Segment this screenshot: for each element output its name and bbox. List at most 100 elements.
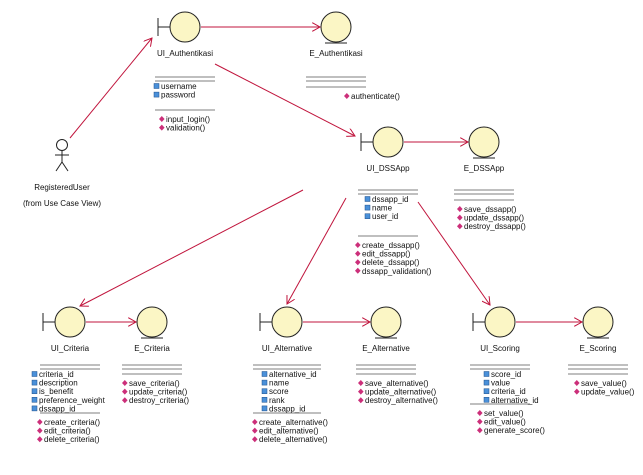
operation-item: save_alternative()	[365, 379, 429, 388]
operation-icon	[122, 388, 128, 395]
operation-icon	[344, 93, 350, 99]
class-ui-crit[interactable]: UI_Criteriacriteria_iddescriptionis_bene…	[31, 306, 106, 444]
diagram-elements: UI_Authentikasiusernamepasswordinput_log…	[23, 11, 635, 444]
class-icon-circle	[169, 11, 201, 43]
attribute-icon	[261, 379, 268, 386]
operation-item: set_value()	[484, 409, 524, 418]
class-icon-circle	[54, 306, 86, 338]
operation-item: edit_dssapp()	[362, 250, 411, 259]
operation-item: update_criteria()	[129, 388, 188, 397]
entity-class-icon	[136, 306, 168, 339]
attribute-icon	[364, 196, 371, 202]
class-icon-circle	[372, 126, 404, 158]
attribute-icon	[153, 91, 160, 98]
class-icon-circle	[582, 306, 614, 338]
operation-item: delete_dssapp()	[362, 258, 420, 267]
attribute-item: name	[269, 379, 290, 388]
operation-item: destroy_criteria()	[129, 396, 189, 405]
attribute-icon	[261, 371, 268, 377]
actor-leg-right	[61, 161, 69, 172]
attribute-item: value	[491, 379, 511, 388]
class-icon-circle	[370, 306, 402, 338]
class-name: UI_Alternative	[262, 344, 313, 353]
class-e-alt[interactable]: E_Alternativesave_alternative()update_al…	[356, 306, 438, 405]
attribute-item: description	[39, 379, 78, 388]
operation-icon	[252, 419, 258, 425]
class-icon-circle	[468, 126, 500, 158]
operation-item: edit_value()	[484, 418, 526, 427]
operation-item: authenticate()	[351, 92, 400, 101]
operation-icon	[37, 436, 43, 443]
attribute-item: score	[269, 387, 289, 396]
attribute-icon	[483, 379, 490, 386]
class-name: E_DSSApp	[464, 164, 505, 173]
association-ui-dssapp-to-ui-alternative	[287, 197, 347, 304]
attribute-icon	[31, 388, 38, 394]
class-name: UI_Scoring	[480, 344, 520, 353]
attribute-item: dssapp_id	[39, 404, 75, 413]
class-name: UI_Criteria	[51, 344, 90, 353]
attribute-item: preference_weight	[39, 396, 106, 405]
operation-icon	[122, 380, 128, 386]
operation-icon	[122, 397, 128, 404]
attribute-item: user_id	[372, 212, 398, 221]
operation-icon	[358, 397, 364, 404]
association-user-to-ui-authentikasi	[69, 38, 152, 139]
actor-registered-user[interactable]: RegisteredUser (from Use Case View)	[23, 139, 101, 209]
association-ui-dssapp-to-ui-scoring	[417, 201, 490, 305]
operation-icon	[477, 427, 483, 434]
attribute-icon	[153, 83, 160, 89]
operation-item: edit_criteria()	[44, 427, 91, 436]
operation-item: destroy_dssapp()	[464, 222, 526, 231]
class-name: UI_DSSApp	[366, 164, 410, 173]
operation-item: generate_score()	[484, 426, 545, 435]
class-ui-auth[interactable]: UI_Authentikasiusernamepasswordinput_log…	[153, 11, 215, 133]
attribute-icon	[31, 405, 38, 412]
operation-item: update_alternative()	[365, 388, 436, 397]
actor-name: RegisteredUser	[34, 183, 90, 192]
operation-icon	[457, 206, 463, 212]
boundary-class-icon	[42, 306, 86, 338]
attribute-icon	[483, 388, 490, 394]
attribute-icon	[261, 397, 268, 403]
operation-item: destroy_alternative()	[365, 396, 438, 405]
operation-item: update_value()	[581, 388, 635, 397]
operation-icon	[252, 436, 258, 443]
entity-class-icon	[320, 11, 352, 44]
operation-item: validation()	[166, 124, 205, 133]
operation-icon	[37, 419, 43, 425]
operation-item: delete_criteria()	[44, 435, 100, 444]
attribute-item: dssapp_id	[372, 195, 408, 204]
class-icon-circle	[484, 306, 516, 338]
attribute-icon	[364, 204, 371, 211]
actor-note: (from Use Case View)	[23, 199, 101, 208]
operation-icon	[159, 116, 165, 122]
operation-icon	[457, 214, 463, 221]
operation-icon	[355, 242, 361, 248]
class-name: UI_Authentikasi	[157, 49, 213, 58]
operation-icon	[574, 388, 580, 395]
association-ui-dssapp-to-ui-criteria	[80, 189, 304, 306]
attribute-item: criteria_id	[39, 370, 74, 379]
class-icon-circle	[271, 306, 303, 338]
operation-icon	[355, 267, 361, 274]
attribute-item: alternative_id	[269, 370, 317, 379]
class-ui-alt[interactable]: UI_Alternative alternative_idnamescoreran…	[252, 306, 328, 444]
attribute-item: criteria_id	[491, 387, 526, 396]
class-e-dss[interactable]: E_DSSAppsave_dssapp()update_dssapp()dest…	[454, 126, 526, 231]
operation-icon	[457, 223, 463, 230]
operation-item: dssapp_validation()	[362, 267, 432, 276]
class-e-crit[interactable]: E_Criteriasave_criteria()update_criteria…	[122, 306, 189, 405]
attribute-icon	[261, 388, 268, 394]
attribute-item: score_id	[491, 370, 521, 379]
boundary-class-icon	[157, 11, 201, 43]
attribute-item: rank	[269, 396, 286, 405]
attribute-icon	[483, 397, 490, 403]
operation-icon	[358, 388, 364, 395]
association-lines	[69, 27, 582, 322]
class-ui-dss[interactable]: UI_DSSAppdssapp_idnameuser_idcreate_dssa…	[355, 126, 432, 276]
class-ui-score[interactable]: UI_Scoringscore_idvaluecriteria_idaltern…	[470, 306, 545, 435]
